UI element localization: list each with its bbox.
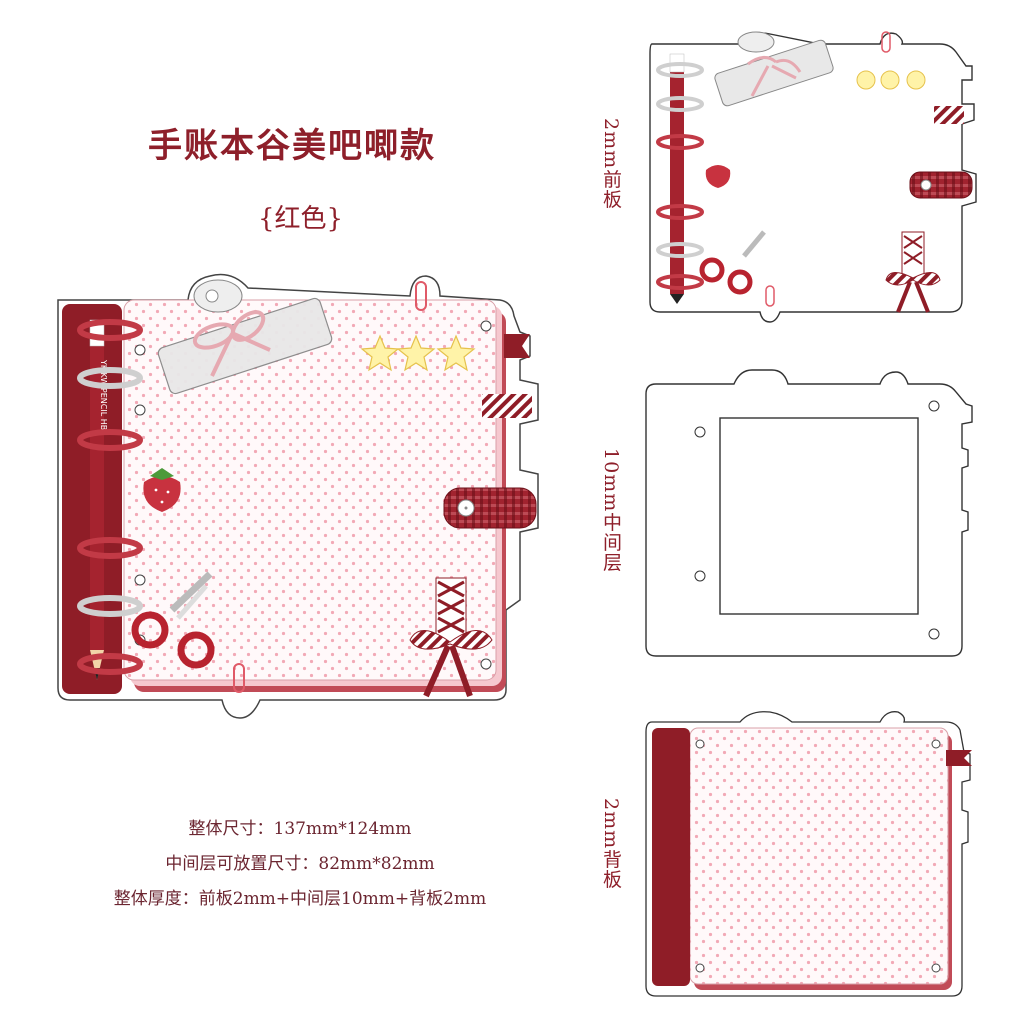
product-title: 手账本谷美吧唧款: [148, 126, 436, 166]
assembled-notebook: YKIKW PENCIL HB: [57, 273, 539, 719]
back-red-spine: [652, 728, 690, 986]
red-flag-tab: [504, 334, 530, 358]
spec-thickness: 整体厚度：前板2mm+中间层10mm+背板2mm: [113, 889, 487, 909]
spec-overall-size: 整体尺寸：137mm*124mm: [188, 819, 412, 839]
lace-ribbon-icon: [409, 577, 493, 698]
front-plate: [649, 31, 977, 323]
spec-list: 整体尺寸：137mm*124mm 中间层可放置尺寸：82mm*82mm 整体厚度…: [100, 812, 500, 917]
front-plate-label: 2mm前板: [600, 118, 622, 210]
middle-layer: [645, 369, 973, 657]
front-striped-tab: [934, 106, 964, 124]
front-bow-icon: [747, 56, 802, 97]
striped-tab: [482, 394, 532, 418]
back-plate: [645, 711, 972, 997]
middle-layer-label: 10mm中间层: [600, 448, 622, 573]
plaid-strap: [443, 487, 537, 529]
binder-clip-icon: [157, 279, 333, 395]
color-variant-label: {红色}: [258, 204, 344, 234]
pencil-label: YKIKW PENCIL HB: [99, 359, 108, 430]
front-star-stickers: [856, 70, 926, 90]
ribbon-bow-icon: [192, 310, 271, 377]
paper-clip-icon: [233, 281, 427, 693]
front-scissors-icon: [742, 230, 766, 258]
front-plaid-strap: [909, 171, 973, 199]
front-lace-ribbon-icon: [901, 231, 925, 279]
star-stickers: [360, 334, 476, 372]
back-plate-label: 2mm背板: [600, 798, 622, 890]
scissors-icon: [131, 571, 215, 669]
back-dotted-page: [689, 727, 949, 985]
front-strawberry-icon: [705, 165, 731, 188]
photo-window: [719, 417, 919, 615]
strawberry-icon: [143, 468, 181, 512]
back-red-flag-tab: [946, 750, 972, 766]
front-pencil-icon: [670, 54, 684, 294]
spec-middle-layer-size: 中间层可放置尺寸：82mm*82mm: [165, 854, 435, 874]
binder-rings: [77, 319, 143, 675]
